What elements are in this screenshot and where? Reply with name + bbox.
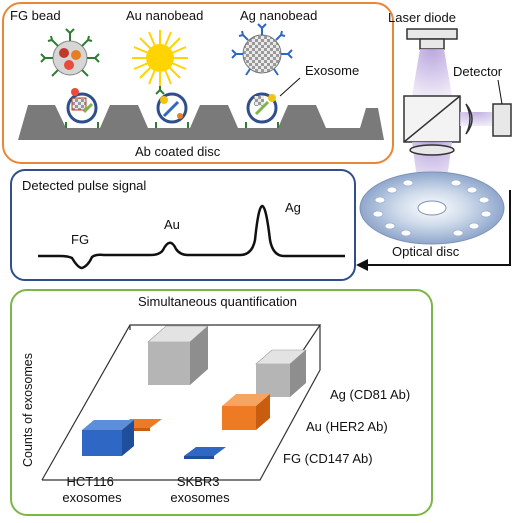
detector-icon bbox=[492, 103, 512, 137]
detector-beam bbox=[460, 112, 492, 126]
laser-diode-icon bbox=[406, 28, 458, 50]
optical-disc-icon bbox=[359, 171, 505, 245]
signal-arrow bbox=[368, 190, 511, 266]
bar-hct116-ag bbox=[147, 325, 209, 385]
au-nanobead-icon bbox=[132, 30, 188, 95]
pulse-panel-title: Detected pulse signal bbox=[22, 178, 146, 193]
category-label-hct116: HCT116 exosomes bbox=[62, 474, 122, 505]
bar-hct116-fg bbox=[82, 420, 134, 456]
category-label-hct116-line2: exosomes bbox=[62, 490, 122, 505]
exosome-icon-3 bbox=[245, 92, 279, 128]
objective-lens-icon bbox=[409, 144, 455, 156]
peak-label-ag: Ag bbox=[285, 200, 301, 215]
label-exosome: Exosome bbox=[305, 63, 359, 78]
detector-pointer bbox=[497, 79, 503, 105]
label-au-nanobead: Au nanobead bbox=[126, 8, 203, 23]
bar-skbr3-fg bbox=[184, 447, 226, 459]
series-label-ag: Ag (CD81 Ab) bbox=[330, 387, 410, 402]
bar-skbr3-ag bbox=[255, 349, 307, 397]
bar-skbr3-au bbox=[222, 394, 270, 430]
pulse-signal-trace bbox=[38, 204, 345, 270]
quant-panel-frame bbox=[10, 289, 433, 516]
label-detector: Detector bbox=[453, 64, 503, 79]
exosome-pointer bbox=[279, 77, 301, 97]
beam-splitter-icon bbox=[403, 95, 461, 143]
ag-nanobead-icon bbox=[231, 23, 293, 76]
label-ab-coated-disc: Ab coated disc bbox=[135, 144, 221, 159]
peak-label-au: Au bbox=[164, 217, 180, 232]
label-optical-disc: Optical disc bbox=[392, 244, 460, 259]
pulse-panel-frame bbox=[10, 169, 356, 281]
category-label-skbr3-line2: exosomes bbox=[170, 490, 230, 505]
category-label-skbr3: SKBR3 exosomes bbox=[170, 474, 230, 505]
exosome-icon-2 bbox=[155, 92, 189, 128]
quant-panel-title: Simultaneous quantification bbox=[138, 294, 297, 309]
category-label-hct116-line1: HCT116 bbox=[66, 474, 113, 489]
exosome-icon-1 bbox=[65, 88, 99, 128]
fg-bead-icon bbox=[40, 28, 100, 77]
laser-beam bbox=[412, 49, 452, 96]
quant-axes bbox=[41, 324, 322, 481]
series-label-fg: FG (CD147 Ab) bbox=[283, 451, 373, 466]
ab-coated-disc bbox=[18, 105, 384, 140]
quant-y-axis-label: Counts of exosomes bbox=[21, 353, 35, 467]
peak-label-fg: FG bbox=[71, 232, 89, 247]
category-label-skbr3-line1: SKBR3 bbox=[177, 474, 220, 489]
label-fg-bead: FG bead bbox=[10, 8, 61, 23]
signal-arrow-head bbox=[356, 259, 368, 271]
series-label-au: Au (HER2 Ab) bbox=[306, 419, 388, 434]
label-laser-diode: Laser diode bbox=[388, 10, 456, 25]
detector-lens-icon bbox=[465, 103, 473, 135]
label-ag-nanobead: Ag nanobead bbox=[240, 8, 317, 23]
